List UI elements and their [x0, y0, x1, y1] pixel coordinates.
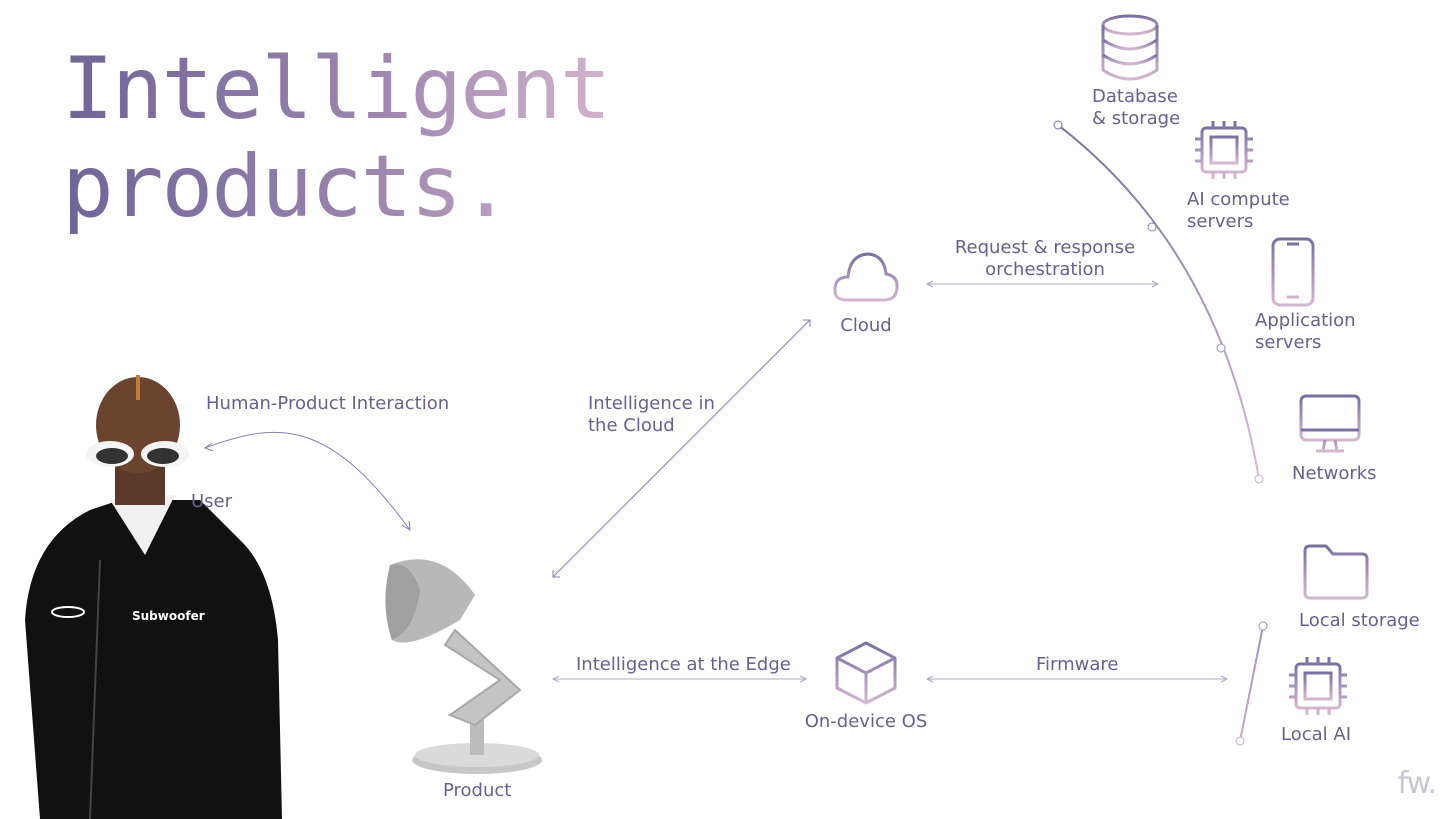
app-servers-label: Application servers	[1255, 310, 1356, 354]
product-image	[385, 559, 542, 774]
firmware-label: Firmware	[1036, 654, 1119, 675]
cube-icon	[835, 641, 897, 705]
jacket-print: Subwoofer	[132, 609, 205, 623]
cloud-link-label-line1: Intelligence in	[588, 393, 715, 414]
cloud-link-label: Intelligence in the Cloud	[588, 393, 715, 437]
hpi-label: Human-Product Interaction	[206, 393, 450, 414]
ai-compute-label: AI compute servers	[1187, 189, 1290, 233]
edge-link-label: Intelligence at the Edge	[576, 654, 791, 675]
phone-icon	[1271, 237, 1315, 307]
local-arc	[1239, 625, 1264, 742]
cloud-link-arrow	[552, 319, 811, 578]
local-storage-label: Local storage	[1299, 610, 1420, 631]
brand-logo: fw.	[1397, 766, 1437, 801]
db-label-line1: Database	[1092, 86, 1178, 107]
cloud-label: Cloud	[840, 315, 892, 336]
cloud-icon	[833, 252, 899, 302]
user-label: User	[191, 491, 233, 512]
database-icon	[1101, 14, 1159, 81]
app-servers-label-line1: Application	[1255, 310, 1356, 331]
ai-compute-label-line1: AI compute	[1187, 189, 1290, 210]
db-label-line2: & storage	[1092, 108, 1181, 129]
product-label: Product	[443, 780, 512, 801]
app-servers-label-line2: servers	[1255, 332, 1322, 353]
reqresp-label-line2: orchestration	[985, 259, 1105, 280]
cloud-link-label-line2: the Cloud	[588, 415, 675, 436]
folder-icon	[1303, 544, 1369, 600]
db-label: Database & storage	[1092, 86, 1180, 130]
hpi-arrow	[204, 431, 411, 531]
ai-compute-label-line2: servers	[1187, 211, 1254, 232]
local-ai-label: Local AI	[1281, 724, 1351, 745]
networks-label: Networks	[1292, 463, 1377, 484]
reqresp-label-line1: Request & response	[954, 237, 1136, 258]
monitor-icon	[1299, 394, 1361, 453]
cloud-infra-arc	[1057, 124, 1260, 480]
ondevice-label: On-device OS	[804, 711, 928, 732]
chip-icon	[1195, 121, 1253, 179]
reqresp-label: Request & response orchestration	[945, 237, 1145, 281]
chip-icon	[1289, 657, 1347, 715]
user-image: Subwoofer	[25, 375, 282, 819]
